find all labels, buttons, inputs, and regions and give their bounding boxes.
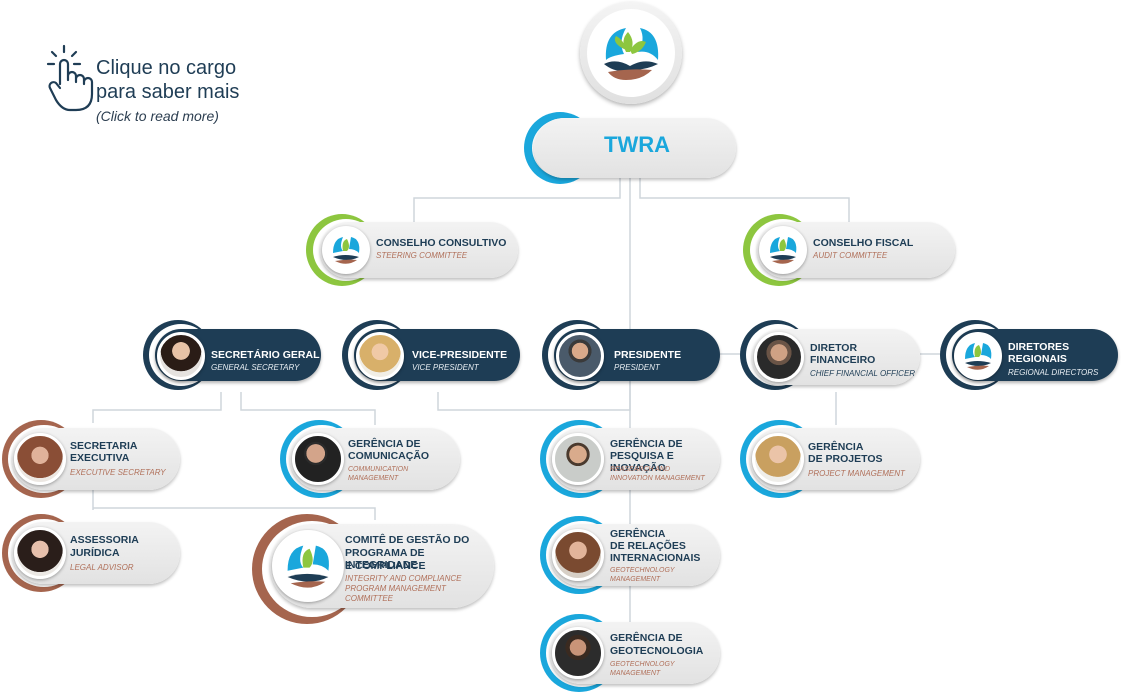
logo-emblem-icon bbox=[604, 28, 659, 80]
secretario-geral-node[interactable]: SECRETÁRIO GERAL GENERAL SECRETARY bbox=[143, 320, 323, 390]
gerencia-geotecnologia-sub-line2: MANAGEMENT bbox=[610, 670, 661, 677]
emblem-icon bbox=[954, 332, 1002, 380]
gerencia-comunicacao-node[interactable]: GERÊNCIA DE COMUNICAÇÃO COMMUNICATION MA… bbox=[280, 420, 462, 498]
person-avatar bbox=[752, 433, 804, 485]
presidente-title: PRESIDENTE bbox=[614, 349, 682, 361]
secretaria-executiva-sub: EXECUTIVE SECRETARY bbox=[70, 468, 166, 477]
gerencia-geotecnologia-sub-line1: GEOTECHNOLOGY bbox=[610, 661, 675, 668]
presidente-node[interactable]: PRESIDENTE PRESIDENT bbox=[542, 320, 722, 390]
secretario-geral-sub: GENERAL SECRETARY bbox=[211, 363, 300, 372]
person-avatar bbox=[356, 332, 404, 380]
gerencia-projetos-sub: PROJECT MANAGEMENT bbox=[808, 469, 905, 478]
diretores-regionais-node[interactable]: DIRETORES REGIONAIS REGIONAL DIRECTORS bbox=[940, 320, 1120, 390]
person-avatar bbox=[157, 332, 205, 380]
twra-root-node[interactable]: TWRA bbox=[524, 112, 738, 184]
comite-sub-line3: COMMITTEE bbox=[345, 594, 393, 603]
secretaria-executiva-node[interactable]: SECRETARIA EXECUTIVA EXECUTIVE SECRETARY bbox=[2, 420, 182, 498]
hint-line-2: para saber mais bbox=[96, 81, 240, 103]
person-avatar bbox=[552, 627, 604, 679]
comite-title-line2: PROGRAMA DE INTEGRIDADE bbox=[345, 547, 425, 571]
diretor-financeiro-node[interactable]: DIRETOR FINANCEIRO CHIEF FINANCIAL OFFIC… bbox=[740, 320, 922, 392]
person-avatar bbox=[14, 433, 66, 485]
gerencia-pesquisa-sub-line1: REASEARCH AND bbox=[610, 466, 671, 473]
comite-title-line1: COMITÊ DE GESTÃO DO bbox=[345, 534, 470, 546]
hint-subtitle: (Click to read more) bbox=[96, 108, 219, 124]
gerencia-relacoes-title-line1: GERÊNCIA bbox=[610, 528, 666, 540]
twra-logo bbox=[580, 2, 682, 104]
gerencia-relacoes-title-line2: DE RELAÇÕES bbox=[610, 540, 686, 552]
vice-presidente-title: VICE-PRESIDENTE bbox=[412, 349, 508, 361]
conselho-fiscal-title: CONSELHO FISCAL bbox=[813, 237, 914, 249]
person-avatar bbox=[552, 529, 604, 581]
person-avatar bbox=[14, 527, 66, 579]
gerencia-comunicacao-title-line1: GERÊNCIA DE bbox=[348, 438, 421, 450]
gerencia-projetos-node[interactable]: GERÊNCIA DE PROJETOS PROJECT MANAGEMENT bbox=[740, 420, 922, 498]
gerencia-relacoes-sub-line2: MANAGEMENT bbox=[610, 576, 661, 583]
emblem-icon bbox=[322, 226, 370, 274]
conselho-consultivo-node[interactable]: CONSELHO CONSULTIVO STEERING COMMITTEE bbox=[306, 214, 520, 286]
comite-sub-line1: INTEGRITY AND COMPLIANCE bbox=[345, 574, 462, 583]
gerencia-relacoes-node[interactable]: GERÊNCIA DE RELAÇÕES INTERNACIONAIS GEOT… bbox=[540, 516, 722, 594]
diretor-financeiro-title-line1: DIRETOR bbox=[810, 342, 858, 354]
twra-label: TWRA bbox=[604, 132, 670, 157]
diretores-regionais-title-line1: DIRETORES bbox=[1008, 341, 1070, 353]
emblem-icon bbox=[759, 226, 807, 274]
gerencia-geotecnologia-title-line1: GERÊNCIA DE bbox=[610, 632, 683, 644]
person-avatar bbox=[552, 433, 604, 485]
conselho-consultivo-title: CONSELHO CONSULTIVO bbox=[376, 237, 507, 249]
click-hint: Clique no cargo para saber mais (Click t… bbox=[44, 44, 284, 134]
gerencia-comunicacao-sub-line2: MANAGEMENT bbox=[348, 475, 399, 482]
gerencia-relacoes-sub-line1: GEOTECHNOLOGY bbox=[610, 567, 675, 574]
conselho-fiscal-sub: AUDIT COMMITTEE bbox=[813, 251, 888, 260]
diretor-financeiro-title-line2: FINANCEIRO bbox=[810, 354, 876, 366]
secretaria-executiva-title-line2: EXECUTIVA bbox=[70, 452, 130, 464]
conselho-fiscal-node[interactable]: CONSELHO FISCAL AUDIT COMMITTEE bbox=[743, 214, 957, 286]
gerencia-geotecnologia-title-line2: GEOTECNOLOGIA bbox=[610, 645, 704, 657]
comite-sub-line2: PROGRAM MANAGEMENT bbox=[345, 584, 446, 593]
gerencia-relacoes-title-line3: INTERNACIONAIS bbox=[610, 552, 701, 564]
diretores-regionais-sub: REGIONAL DIRECTORS bbox=[1008, 368, 1099, 377]
gerencia-comunicacao-sub-line1: COMMUNICATION bbox=[348, 466, 409, 473]
comite-gestao-node[interactable]: COMITÊ DE GESTÃO DO PROGRAMA DE INTEGRID… bbox=[252, 514, 496, 624]
assessoria-juridica-title-line2: JURÍDICA bbox=[70, 547, 120, 559]
person-avatar bbox=[292, 433, 344, 485]
gerencia-pesquisa-sub-line2: INNOVATION MANAGEMENT bbox=[610, 475, 705, 482]
assessoria-juridica-node[interactable]: ASSESSORIA JURÍDICA LEGAL ADVISOR bbox=[2, 514, 182, 592]
conselho-consultivo-sub: STEERING COMMITTEE bbox=[376, 251, 468, 260]
vice-presidente-node[interactable]: VICE-PRESIDENTE VICE PRESIDENT bbox=[342, 320, 522, 390]
gerencia-projetos-title-line1: GERÊNCIA bbox=[808, 441, 864, 453]
vice-presidente-sub: VICE PRESIDENT bbox=[412, 363, 479, 372]
presidente-sub: PRESIDENT bbox=[614, 363, 660, 372]
diretor-financeiro-sub: CHIEF FINANCIAL OFFICER bbox=[810, 369, 916, 378]
diretores-regionais-title-line2: REGIONAIS bbox=[1008, 353, 1067, 365]
secretaria-executiva-title-line1: SECRETARIA bbox=[70, 440, 138, 452]
assessoria-juridica-sub: LEGAL ADVISOR bbox=[70, 563, 134, 572]
secretario-geral-title: SECRETÁRIO GERAL bbox=[211, 349, 320, 361]
emblem-icon bbox=[272, 530, 344, 602]
assessoria-juridica-title-line1: ASSESSORIA bbox=[70, 534, 139, 546]
gerencia-pesquisa-node[interactable]: GERÊNCIA DE PESQUISA E INOVAÇÃO REASEARC… bbox=[540, 420, 722, 498]
gerencia-pesquisa-title-line1: GERÊNCIA DE bbox=[610, 438, 683, 450]
pointing-hand-icon bbox=[46, 44, 94, 112]
gerencia-projetos-title-line2: DE PROJETOS bbox=[808, 453, 883, 465]
gerencia-comunicacao-title-line2: COMUNICAÇÃO bbox=[348, 450, 430, 462]
gerencia-pesquisa-title-line2: PESQUISA E INOVAÇÃO bbox=[610, 450, 674, 474]
hint-line-1: Clique no cargo bbox=[96, 57, 237, 79]
gerencia-geotecnologia-node[interactable]: GERÊNCIA DE GEOTECNOLOGIA GEOTECHNOLOGY … bbox=[540, 614, 722, 692]
person-avatar bbox=[754, 332, 804, 382]
comite-title-line3: E COMPLIANCE bbox=[345, 560, 426, 572]
person-avatar bbox=[556, 332, 604, 380]
